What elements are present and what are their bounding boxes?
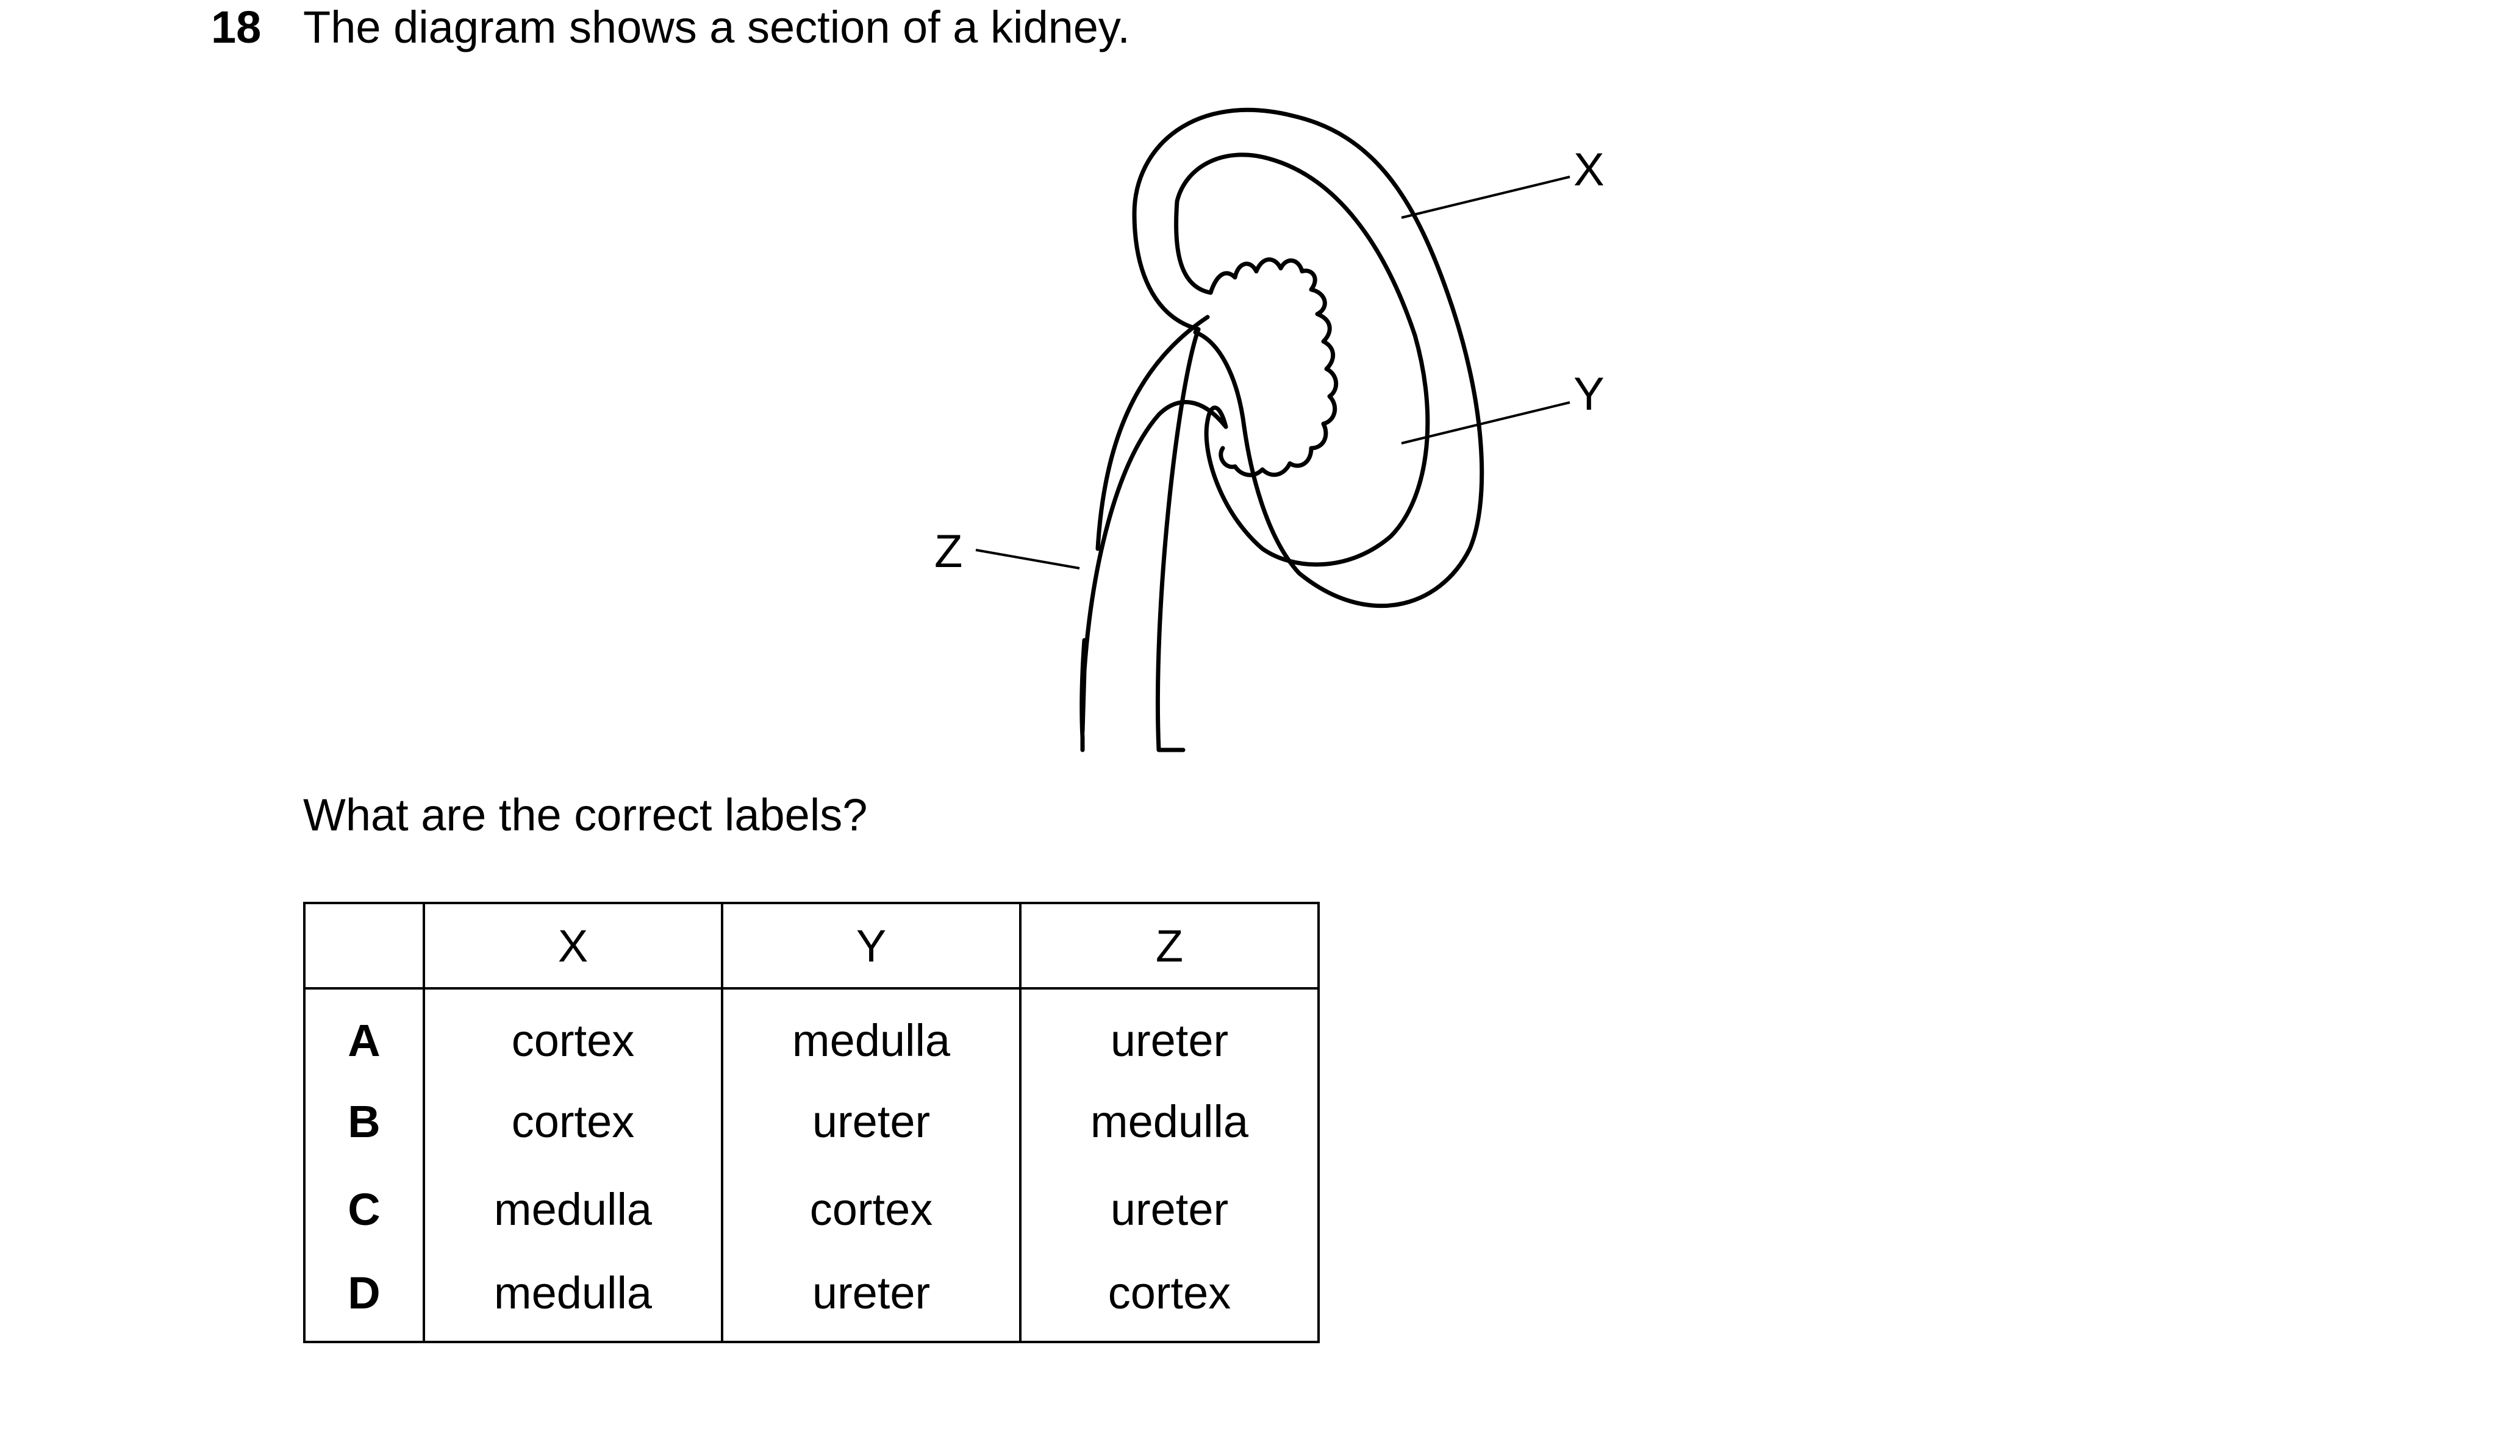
label-z: Z: [934, 526, 962, 577]
label-x: X: [1573, 144, 1605, 196]
option-x-label: cortex: [423, 1077, 723, 1165]
option-z-label: medulla: [1019, 1077, 1320, 1165]
option-y-label: medulla: [721, 987, 1022, 1077]
leader-line-y: [1401, 401, 1570, 444]
leader-line-z: [975, 549, 1080, 569]
header-cell-y: Y: [721, 902, 1022, 990]
answer-table: X Y Z A cortex medulla ureter B cortex u…: [303, 902, 1320, 1343]
answer-option-b[interactable]: B cortex ureter medulla: [303, 1077, 1320, 1165]
option-letter: A: [303, 987, 425, 1077]
option-z-label: cortex: [1019, 1253, 1320, 1343]
option-x-label: medulla: [423, 1253, 723, 1343]
answer-option-c[interactable]: C medulla cortex ureter: [303, 1165, 1320, 1253]
answer-option-a[interactable]: A cortex medulla ureter: [303, 987, 1320, 1077]
renal-pelvis-edge: [1208, 257, 1339, 477]
option-letter: B: [303, 1077, 425, 1165]
kidney-cortex-inner: [1174, 152, 1430, 567]
option-y-label: ureter: [721, 1253, 1022, 1343]
question-number: 18: [211, 2, 262, 52]
question-stem: The diagram shows a section of a kidney.: [303, 2, 1130, 52]
question-prompt: What are the correct labels?: [303, 790, 868, 840]
option-y-label: cortex: [721, 1165, 1022, 1253]
header-cell-blank: [303, 902, 425, 990]
option-y-label: ureter: [721, 1077, 1022, 1165]
answer-option-d[interactable]: D medulla ureter cortex: [303, 1253, 1320, 1343]
kidney-outer-outline: [1095, 315, 1210, 752]
option-z-label: ureter: [1019, 1165, 1320, 1253]
option-x-label: medulla: [423, 1165, 723, 1253]
option-letter: D: [303, 1253, 425, 1343]
label-y: Y: [1573, 368, 1605, 420]
option-z-label: ureter: [1019, 987, 1320, 1077]
option-letter: C: [303, 1165, 425, 1253]
kidney-outer-capsule: [1132, 107, 1484, 608]
option-x-label: cortex: [423, 987, 723, 1077]
answer-table-header: X Y Z: [303, 902, 1320, 990]
kidney-diagram: X Y Z: [934, 107, 1605, 752]
header-cell-x: X: [423, 902, 723, 990]
header-cell-z: Z: [1019, 902, 1320, 990]
ureter-inner: [1079, 400, 1228, 752]
leader-line-x: [1401, 176, 1570, 219]
